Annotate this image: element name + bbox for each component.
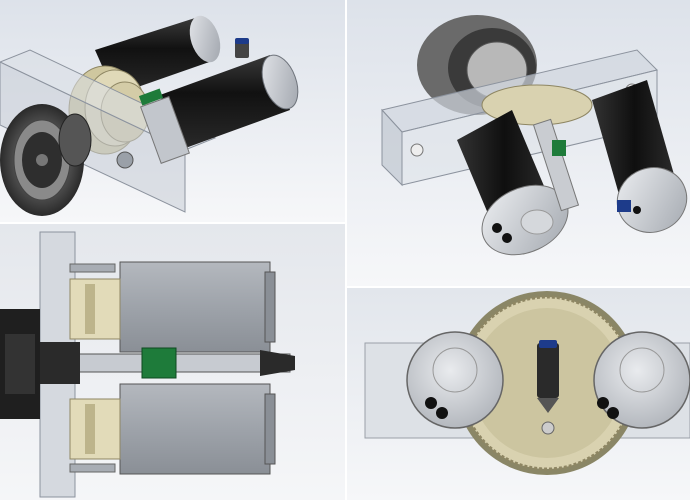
front-elevation-render [347,288,690,500]
view-top-section [0,224,345,500]
pcb [138,88,164,106]
pneumatic-fitting [537,340,559,413]
motor-left [457,110,569,256]
pcb [552,140,566,156]
bracket [140,96,190,164]
bolts [69,263,116,473]
isometric-rear-render [347,0,690,286]
motor-upper [119,261,271,353]
view-isometric-front [0,0,345,222]
motor-front [160,54,299,150]
wheel [0,104,92,216]
isometric-front-render [0,0,345,222]
gear-section [69,278,121,460]
pneumatic-fitting [235,38,249,58]
vertical-divider [345,0,347,500]
idler-pulley [116,151,134,169]
top-section-render [0,224,345,500]
horizontal-divider-left [0,222,345,224]
horizontal-divider-right [347,286,690,288]
motor-cap-left [406,331,504,429]
center-bolt [541,421,555,435]
wheel-hub [0,309,80,419]
linkage-arm [532,118,580,212]
view-front-elevation [347,288,690,500]
motor-lower [119,383,271,475]
view-isometric-rear [347,0,690,286]
pcb [141,347,177,379]
pneumatic-fitting [617,200,631,212]
shaft-tip [260,350,295,376]
motor-right [592,80,688,233]
motor-cap-right [593,331,690,429]
